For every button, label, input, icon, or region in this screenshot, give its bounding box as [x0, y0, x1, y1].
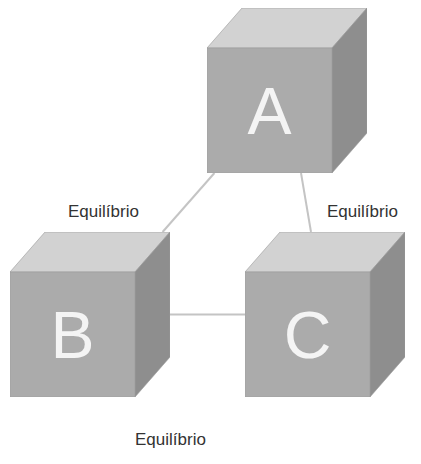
cube-letter: B — [10, 272, 135, 397]
cube-block: A — [207, 8, 367, 173]
connector-line — [301, 173, 311, 232]
edge-label: Equilíbrio — [325, 202, 400, 222]
cube-letter: A — [207, 48, 332, 173]
cube-block: C — [245, 232, 405, 397]
edge-label: Equilíbrio — [133, 430, 208, 450]
edge-label: Equilíbrio — [66, 202, 141, 222]
connector-line — [170, 314, 245, 316]
connector-line — [163, 173, 215, 232]
cube-block: B — [10, 232, 170, 397]
cube-letter: C — [245, 272, 370, 397]
